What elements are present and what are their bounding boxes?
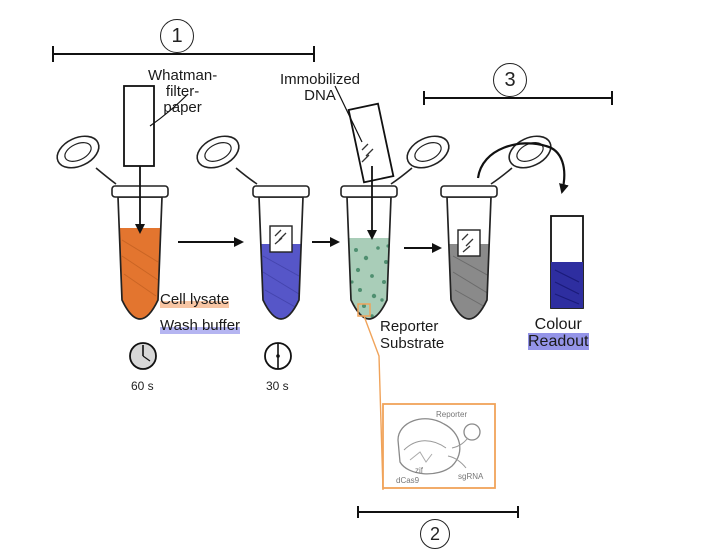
immobilized-dna-label: Immobilized DNA (280, 71, 361, 104)
timer-60s-icon (129, 342, 157, 370)
inset-cas9-label: dCas9 (396, 476, 420, 485)
colour-readout-strip (550, 215, 584, 309)
inset-zif-label: zif (415, 466, 423, 475)
tube-grey (440, 135, 569, 320)
filter-paper-callout (149, 93, 189, 127)
step3-bracket (423, 91, 613, 105)
dna-strip (347, 102, 395, 184)
timer-30s-label: 30 s (266, 379, 289, 393)
step-3-badge: 3 (493, 63, 527, 97)
timer-30s-icon (264, 342, 292, 370)
wash-buffer-label: Wash buffer (160, 317, 241, 334)
tube-cell-lysate (56, 85, 169, 320)
timer-60s-label: 60 s (131, 379, 154, 393)
filter-paper-strip (123, 85, 155, 167)
filter-paper-label: Whatman- filter- paper (148, 67, 218, 116)
cell-lysate-label: Cell lysate (160, 291, 230, 308)
step-2-badge: 2 (420, 519, 450, 549)
inset-sgrna-label: sgRNA (458, 472, 484, 481)
step2-bracket (357, 506, 519, 518)
step1-bracket (52, 46, 315, 62)
mechanism-inset (382, 403, 496, 489)
colour-readout-label: Colour Readout (528, 316, 589, 350)
tube-reporter-substrate (334, 85, 450, 491)
reporter-substrate-label: Reporter Substrate (380, 318, 445, 352)
tube-wash-buffer (196, 135, 310, 320)
step-1-badge: 1 (160, 19, 194, 53)
inset-reporter-label: Reporter (436, 410, 468, 419)
